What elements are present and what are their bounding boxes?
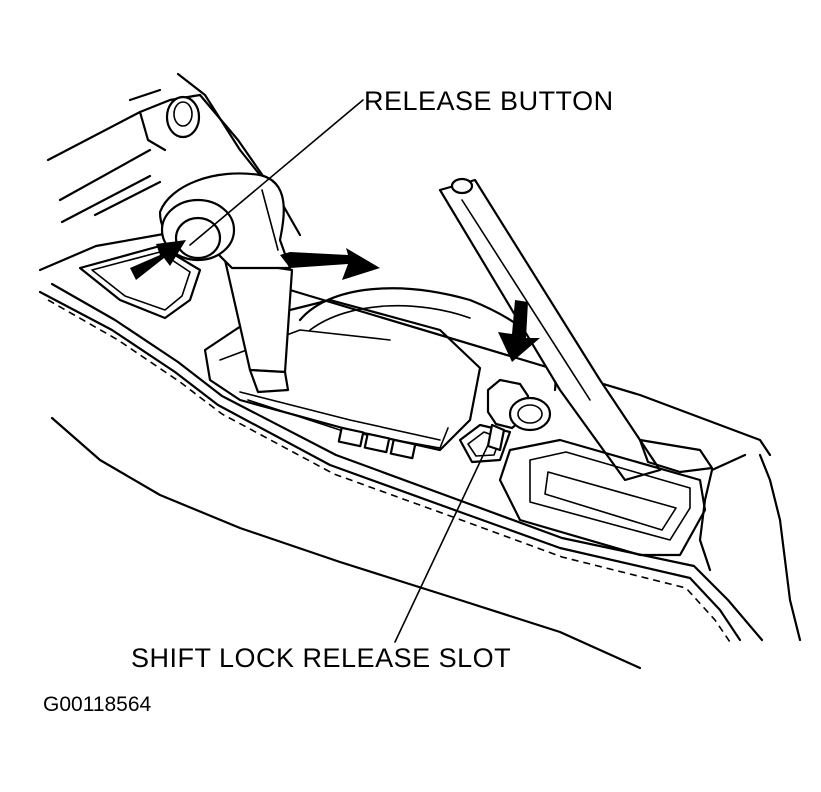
brake-slot [638, 438, 714, 474]
shift-lever [158, 172, 294, 394]
insert-arrow-key [498, 300, 540, 362]
dash-structure [46, 72, 302, 237]
release-button-label: RELEASE BUTTON [364, 86, 614, 116]
move-arrow-shifter [280, 248, 380, 280]
shift-lock-release-slot-label: SHIFT LOCK RELEASE SLOT [131, 643, 512, 673]
parking-brake-lever [438, 177, 662, 482]
key [486, 378, 552, 452]
leader-lines [189, 99, 489, 643]
figure-code: G00118564 [43, 693, 152, 716]
console-body [38, 230, 802, 670]
cup-holder [498, 438, 707, 557]
push-arrow-release-button [130, 240, 186, 280]
